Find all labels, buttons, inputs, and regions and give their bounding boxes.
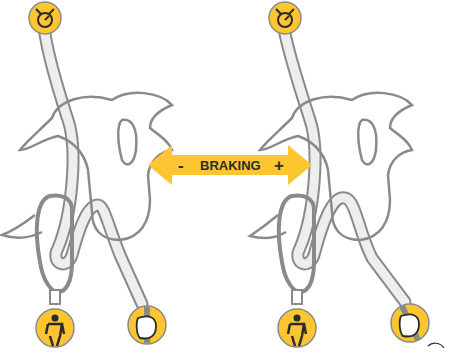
harness-loop [50, 290, 60, 304]
plus-sign: + [274, 157, 284, 174]
anchor-icon [29, 2, 61, 34]
rope [45, 34, 142, 304]
climber-icon [36, 309, 74, 347]
carabiner [279, 196, 314, 292]
right-device [250, 34, 412, 304]
carabiner [37, 196, 72, 292]
hand-icon [128, 306, 166, 344]
belay-plate [20, 93, 172, 240]
minus-sign: - [178, 157, 184, 174]
anchor-icon [269, 2, 301, 34]
braking-arrow [148, 145, 312, 185]
plate-slot [358, 120, 376, 165]
rope-outline [45, 34, 142, 304]
belay-plate [260, 93, 412, 240]
left-device [2, 34, 172, 304]
plate-slot [118, 120, 136, 165]
harness-loop [292, 290, 302, 304]
braking-label: BRAKING [200, 159, 261, 172]
hand-icon [391, 304, 444, 348]
climber-icon [278, 309, 316, 347]
